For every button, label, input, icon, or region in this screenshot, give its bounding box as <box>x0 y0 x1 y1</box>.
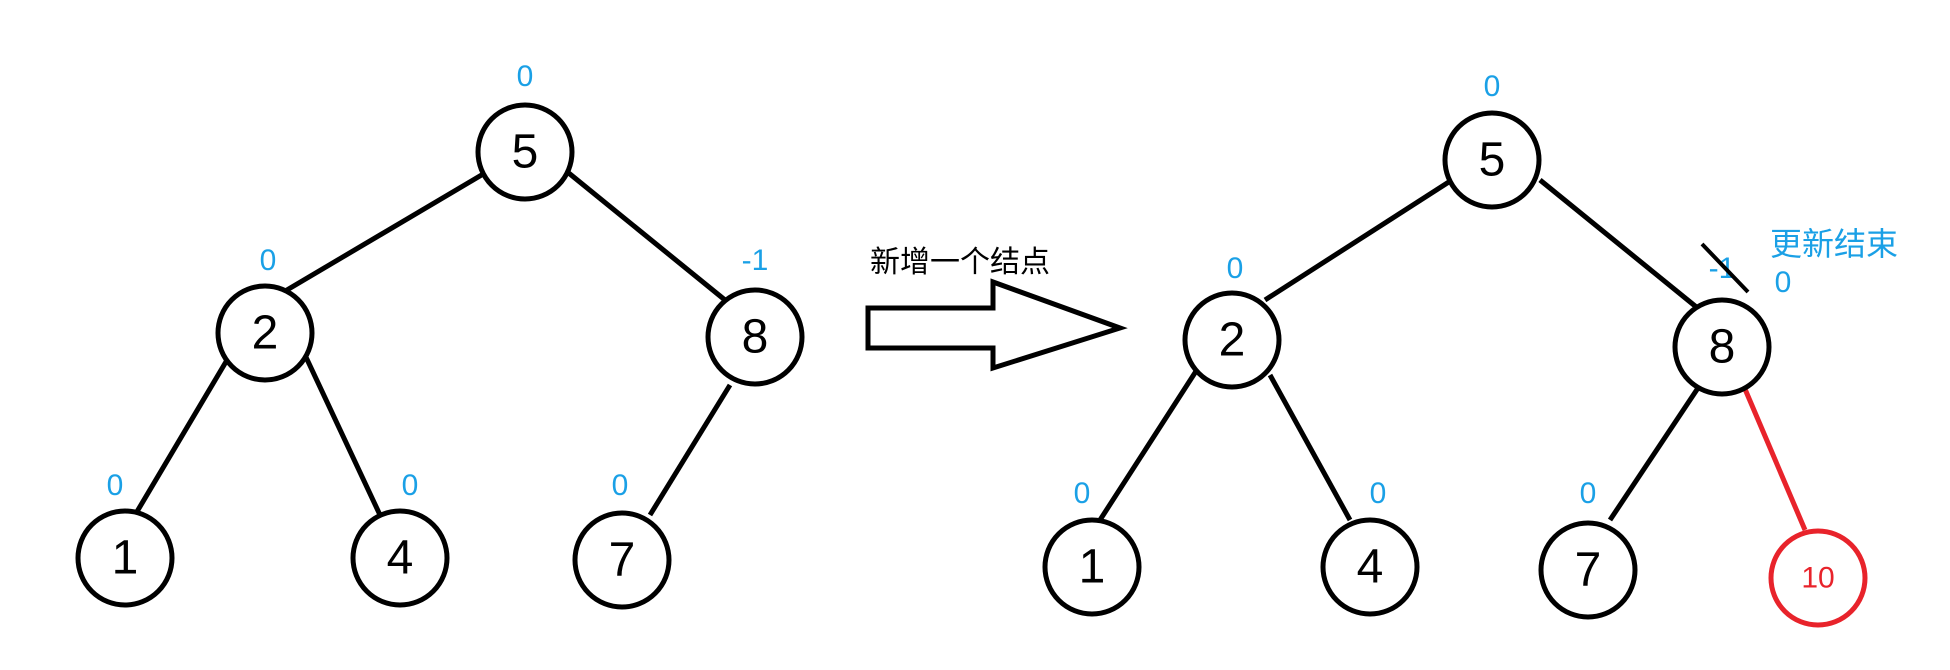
balance-factor: 0 <box>260 244 277 277</box>
tree-node: 5 0 <box>1442 70 1542 210</box>
node-key: 5 <box>1479 134 1506 187</box>
edge-2-4 <box>302 353 383 517</box>
node-circle <box>215 283 315 383</box>
balance-factor: 0 <box>1484 70 1501 103</box>
node-key: 7 <box>609 534 636 587</box>
node-key: 1 <box>112 532 139 585</box>
balance-factor: 0 <box>402 469 419 502</box>
balance-factor: 0 <box>1580 477 1597 510</box>
node-circle <box>1442 110 1542 210</box>
node-circle <box>705 287 805 387</box>
edge-2-1 <box>132 353 233 517</box>
node-circle <box>75 508 175 608</box>
node-circle <box>1182 290 1282 390</box>
edge-5-8 <box>563 168 727 302</box>
before-tree: 5 0 2 0 8 -1 1 0 4 0 7 0 <box>75 60 805 610</box>
node-key: 4 <box>1357 541 1384 594</box>
node-key: 4 <box>387 532 414 585</box>
strike-mark <box>1700 242 1750 294</box>
balance-factor: 0 <box>1074 477 1091 510</box>
after-tree: 5 0 2 0 8 -1 0 更新结束 1 0 4 0 <box>1042 70 1898 628</box>
node-key: 2 <box>1219 314 1246 367</box>
tree-node: 4 0 <box>350 469 450 608</box>
edge-5-2 <box>1263 175 1457 303</box>
node-circle <box>350 508 450 608</box>
node-circle <box>1320 517 1420 617</box>
node-key: 7 <box>1575 544 1602 597</box>
node-key: 10 <box>1801 562 1834 595</box>
balance-factor: 0 <box>1227 252 1244 285</box>
edge-2-4 <box>1267 373 1353 522</box>
tree-node: 1 0 <box>75 469 175 608</box>
edge-8-7 <box>1607 383 1703 522</box>
balance-factor: 0 <box>612 469 629 502</box>
new-tree-node: 10 <box>1768 528 1868 628</box>
tree-node: 2 0 <box>215 244 315 383</box>
tree-node: 8 -1 <box>705 244 805 387</box>
tree-node: 1 0 <box>1042 477 1142 617</box>
node-key: 1 <box>1079 541 1106 594</box>
node-circle <box>1042 517 1142 617</box>
balance-factor: 0 <box>1775 266 1792 299</box>
edge-5-8 <box>1538 178 1702 312</box>
tree-node: 5 0 <box>475 60 575 202</box>
balance-factor: 0 <box>517 60 534 93</box>
node-key: 2 <box>252 307 279 360</box>
right-arrow-icon <box>865 278 1128 372</box>
tree-node: 4 0 <box>1320 477 1420 617</box>
tree-node: 2 0 <box>1182 252 1282 390</box>
tree-node: 7 0 <box>1538 477 1638 620</box>
edge-2-1 <box>1097 363 1203 522</box>
balance-factor: 0 <box>107 469 124 502</box>
node-key: 8 <box>742 311 769 364</box>
edge-8-10-new <box>1739 381 1808 531</box>
transition-arrow: 新增一个结点 <box>865 245 1128 372</box>
edge-5-2 <box>268 167 492 303</box>
arrow-label: 新增一个结点 <box>870 245 1050 280</box>
update-note: 更新结束 <box>1770 225 1898 263</box>
tree-node: 7 0 <box>572 469 672 610</box>
node-key: 5 <box>512 126 539 179</box>
node-circle <box>475 102 575 202</box>
node-circle <box>1768 528 1868 628</box>
node-key: 8 <box>1709 321 1736 374</box>
node-circle <box>1672 297 1772 397</box>
balance-factor: 0 <box>1370 477 1387 510</box>
edge-8-7 <box>647 383 733 517</box>
tree-node: 8 -1 0 更新结束 <box>1672 225 1898 397</box>
node-circle <box>572 510 672 610</box>
balance-factor: -1 <box>742 244 769 277</box>
node-circle <box>1538 520 1638 620</box>
